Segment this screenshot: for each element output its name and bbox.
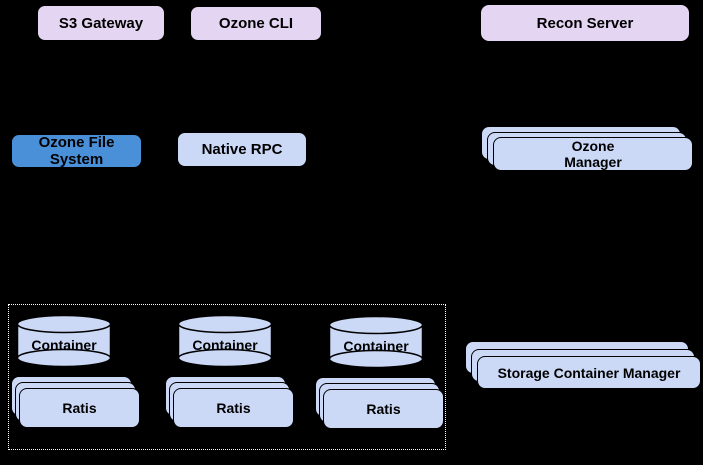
node-recon-server: Recon Server	[480, 4, 690, 42]
node-label: Recon Server	[536, 14, 634, 32]
node-ozone-file-system: Ozone File System	[11, 134, 142, 168]
container-cylinder: Container	[177, 314, 273, 368]
ratis-stack: Ratis	[315, 377, 444, 429]
stack-layer-front: Ratis	[173, 388, 294, 428]
node-s3-gateway: S3 Gateway	[37, 5, 165, 41]
node-ozone-cli: Ozone CLI	[190, 6, 322, 41]
node-label: Storage Container Manager	[497, 364, 681, 381]
cylinder-shape	[328, 315, 424, 369]
node-label: Ozone File System	[38, 134, 115, 168]
node-label: Container	[192, 337, 258, 353]
ratis-stack: Ratis	[165, 376, 294, 428]
node-label-line2: Manager	[564, 154, 622, 170]
node-storage-container-manager-stack: Storage Container Manager	[465, 341, 701, 389]
cylinder-shape	[16, 314, 112, 368]
node-label: Ratis	[216, 400, 251, 416]
container-cylinder: Container	[16, 314, 112, 368]
stack-layer-front: Ozone Manager	[493, 137, 693, 171]
node-label: Ratis	[62, 400, 97, 416]
stack-layer-front: Ratis	[323, 389, 444, 429]
node-label: Native RPC	[201, 141, 283, 158]
datanodes-group-border	[8, 304, 446, 450]
cylinder-shape	[177, 314, 273, 368]
stack-layer-front: Storage Container Manager	[477, 356, 701, 389]
node-native-rpc: Native RPC	[177, 132, 307, 167]
node-label: Ozone CLI	[218, 15, 294, 32]
container-cylinder: Container	[328, 315, 424, 369]
node-label: S3 Gateway	[58, 14, 144, 32]
node-ozone-manager-stack: Ozone Manager	[481, 126, 693, 171]
node-label: Ratis	[366, 401, 401, 417]
node-label-line1: Ozone	[571, 138, 615, 154]
node-label: Container	[31, 337, 97, 353]
node-label: Container	[343, 338, 409, 354]
ratis-stack: Ratis	[11, 376, 140, 428]
stack-layer-front: Ratis	[19, 388, 140, 428]
